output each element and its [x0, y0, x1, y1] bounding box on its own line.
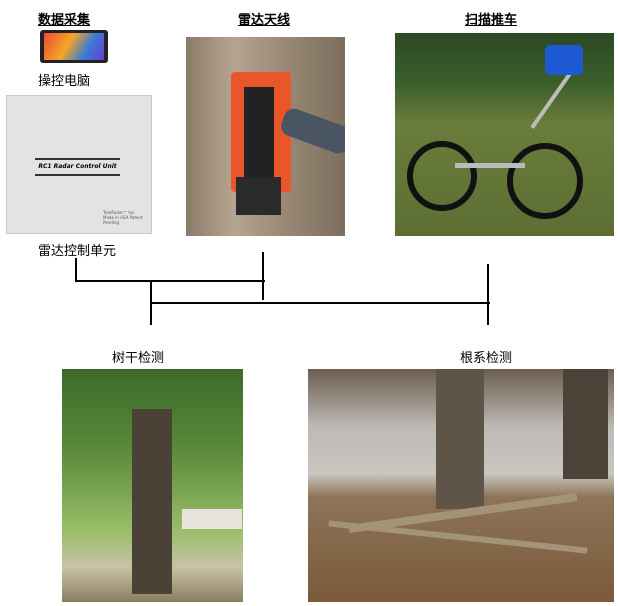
radar-antenna-photo [186, 37, 345, 236]
root-detection-label: 根系检测 [460, 351, 513, 366]
trunk-detection-label: 树干检测 [112, 351, 165, 366]
maker-text: TreeRadar™ Inc. Made in USA Patent Pendi… [103, 210, 143, 225]
connector-line [75, 258, 77, 282]
tree-roots-photo [308, 369, 614, 602]
scan-cart-photo [395, 33, 614, 236]
control-computer-label: 操控电脑 [38, 74, 91, 89]
radar-control-unit-photo: RC1 Radar Control Unit TreeRadar™ Inc. M… [6, 95, 152, 234]
tree-trunk-photo [62, 369, 243, 602]
unit-name-text: RC1 Radar Control Unit [35, 158, 120, 176]
section-title-scan-cart: 扫描推车 [465, 13, 518, 28]
section-title-data-collection: 数据采集 [38, 13, 91, 28]
connector-line [150, 302, 490, 304]
section-title-radar-antenna: 雷达天线 [238, 13, 291, 28]
connector-line [75, 280, 265, 282]
connector-line [487, 264, 489, 325]
radar-control-unit-label: 雷达控制单元 [38, 244, 117, 259]
tablet-photo [40, 30, 108, 63]
connector-line [262, 252, 264, 300]
